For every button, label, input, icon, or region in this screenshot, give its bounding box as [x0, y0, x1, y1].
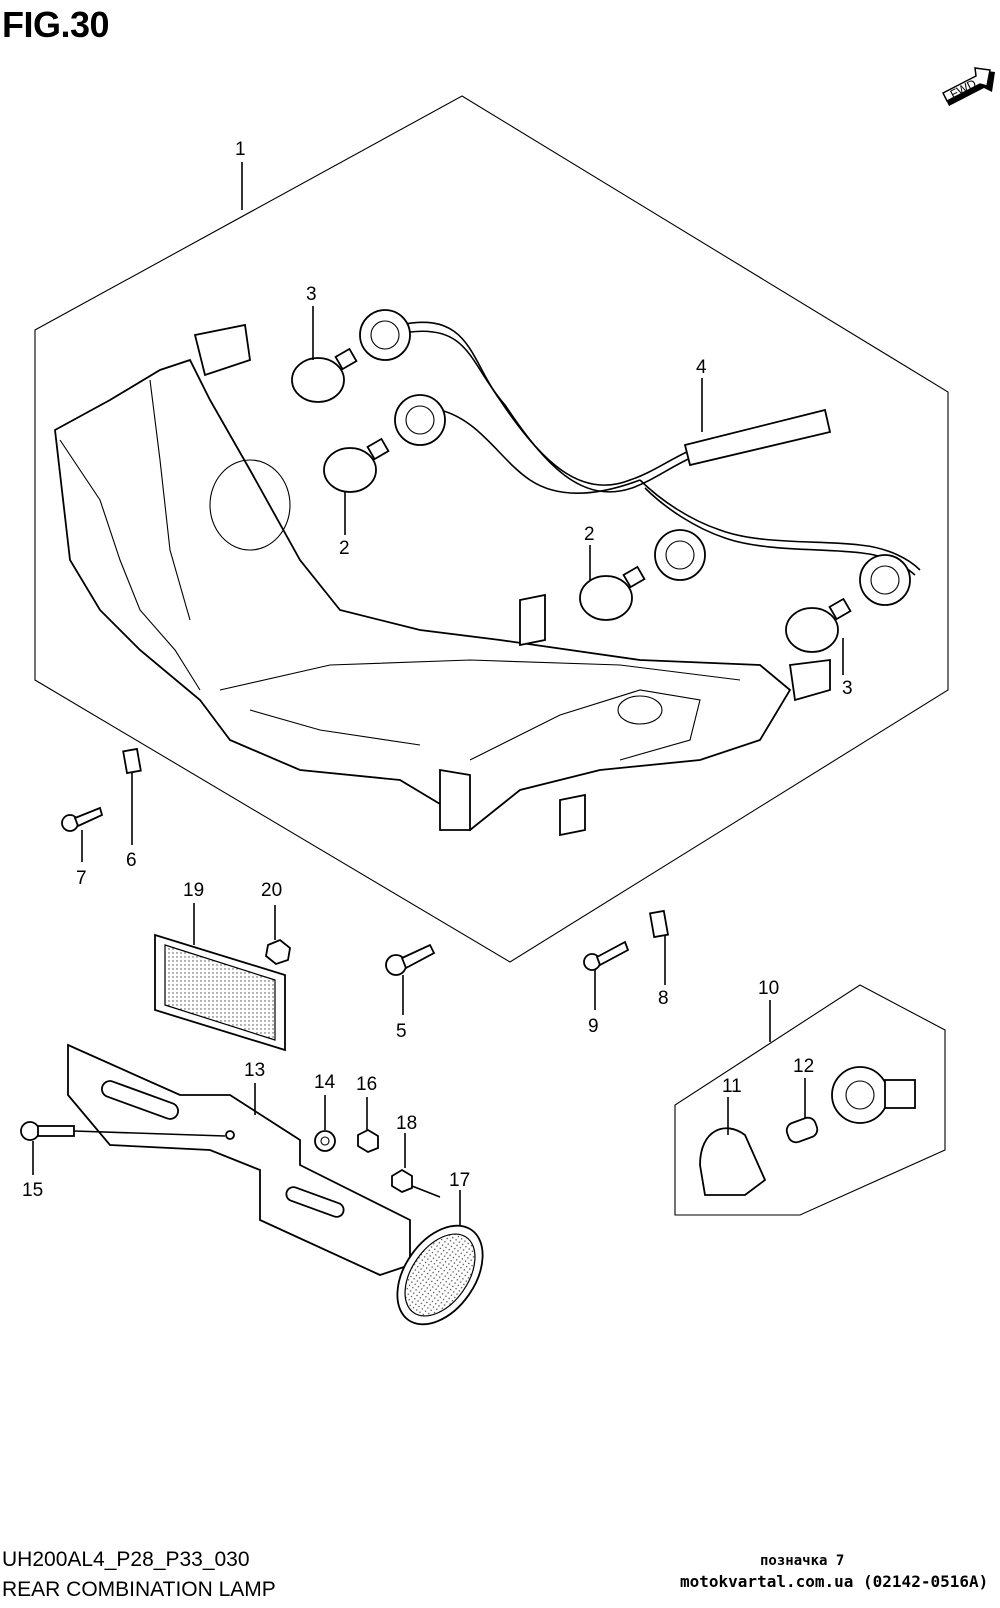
callout-14: 14 — [314, 1072, 336, 1093]
washer — [314, 1130, 336, 1152]
callout-15: 15 — [22, 1180, 43, 1201]
fwd-arrow-icon: FWD — [941, 67, 995, 106]
license-lamp-socket — [831, 1066, 916, 1124]
bulb-socket — [359, 309, 411, 361]
callout-2: 2 — [339, 538, 350, 559]
nut — [357, 1128, 379, 1154]
screw — [61, 806, 104, 832]
callout-6: 6 — [126, 850, 137, 871]
figure-number: FIG.30 — [2, 4, 110, 45]
bulb — [291, 347, 358, 403]
callout-labels: 1 3 2 4 2 3 7 6 19 20 5 9 8 10 11 12 13 … — [22, 139, 853, 1201]
callout-9: 9 — [588, 1016, 599, 1037]
callout-7: 7 — [76, 868, 87, 889]
callout-13: 13 — [244, 1060, 265, 1081]
callout-19: 19 — [183, 880, 204, 901]
screw — [583, 940, 630, 971]
rear-combination-lamp-housing — [54, 323, 831, 837]
bolt — [385, 943, 436, 976]
callout-1: 1 — [235, 139, 246, 160]
leader-lines — [32, 162, 844, 1225]
assembly-10-outline — [674, 984, 946, 1216]
clip-nut — [648, 909, 670, 939]
bulb-socket — [394, 394, 446, 446]
nut — [265, 938, 291, 966]
clip-nut — [122, 747, 142, 775]
callout-20: 20 — [261, 880, 282, 901]
watermark-line-2: motokvartal.com.ua (02142-0516A) — [680, 1572, 989, 1591]
license-lamp-bulb — [785, 1116, 819, 1144]
reflector-rectangular — [154, 933, 286, 1052]
diagram-title: REAR COMBINATION LAMP — [2, 1578, 276, 1601]
callout-11: 11 — [722, 1076, 742, 1097]
license-lamp-lens — [699, 1127, 767, 1196]
bolt — [20, 1121, 75, 1141]
reflector-round — [396, 1224, 484, 1326]
callout-16: 16 — [356, 1074, 377, 1095]
callout-3: 3 — [842, 678, 853, 699]
callout-5: 5 — [396, 1021, 407, 1042]
license-bracket — [67, 1043, 411, 1276]
bulb — [323, 437, 390, 493]
callout-17: 17 — [449, 1170, 470, 1191]
bulb-socket — [859, 554, 911, 606]
bulb — [785, 597, 852, 653]
bulb — [579, 565, 646, 621]
model-code: UH200AL4_P28_P33_030 — [2, 1548, 250, 1571]
callout-4: 4 — [696, 357, 707, 378]
wiring-harness — [399, 321, 921, 576]
watermark-line-1: позначка 7 — [760, 1553, 845, 1569]
callout-2: 2 — [584, 524, 595, 545]
callout-8: 8 — [658, 988, 669, 1009]
callout-18: 18 — [396, 1113, 417, 1134]
nut — [391, 1168, 413, 1194]
callout-10: 10 — [758, 978, 779, 999]
bulb-socket — [654, 529, 706, 581]
callout-12: 12 — [793, 1056, 814, 1077]
assembly-1-outline — [34, 95, 949, 963]
callout-3: 3 — [306, 284, 317, 305]
